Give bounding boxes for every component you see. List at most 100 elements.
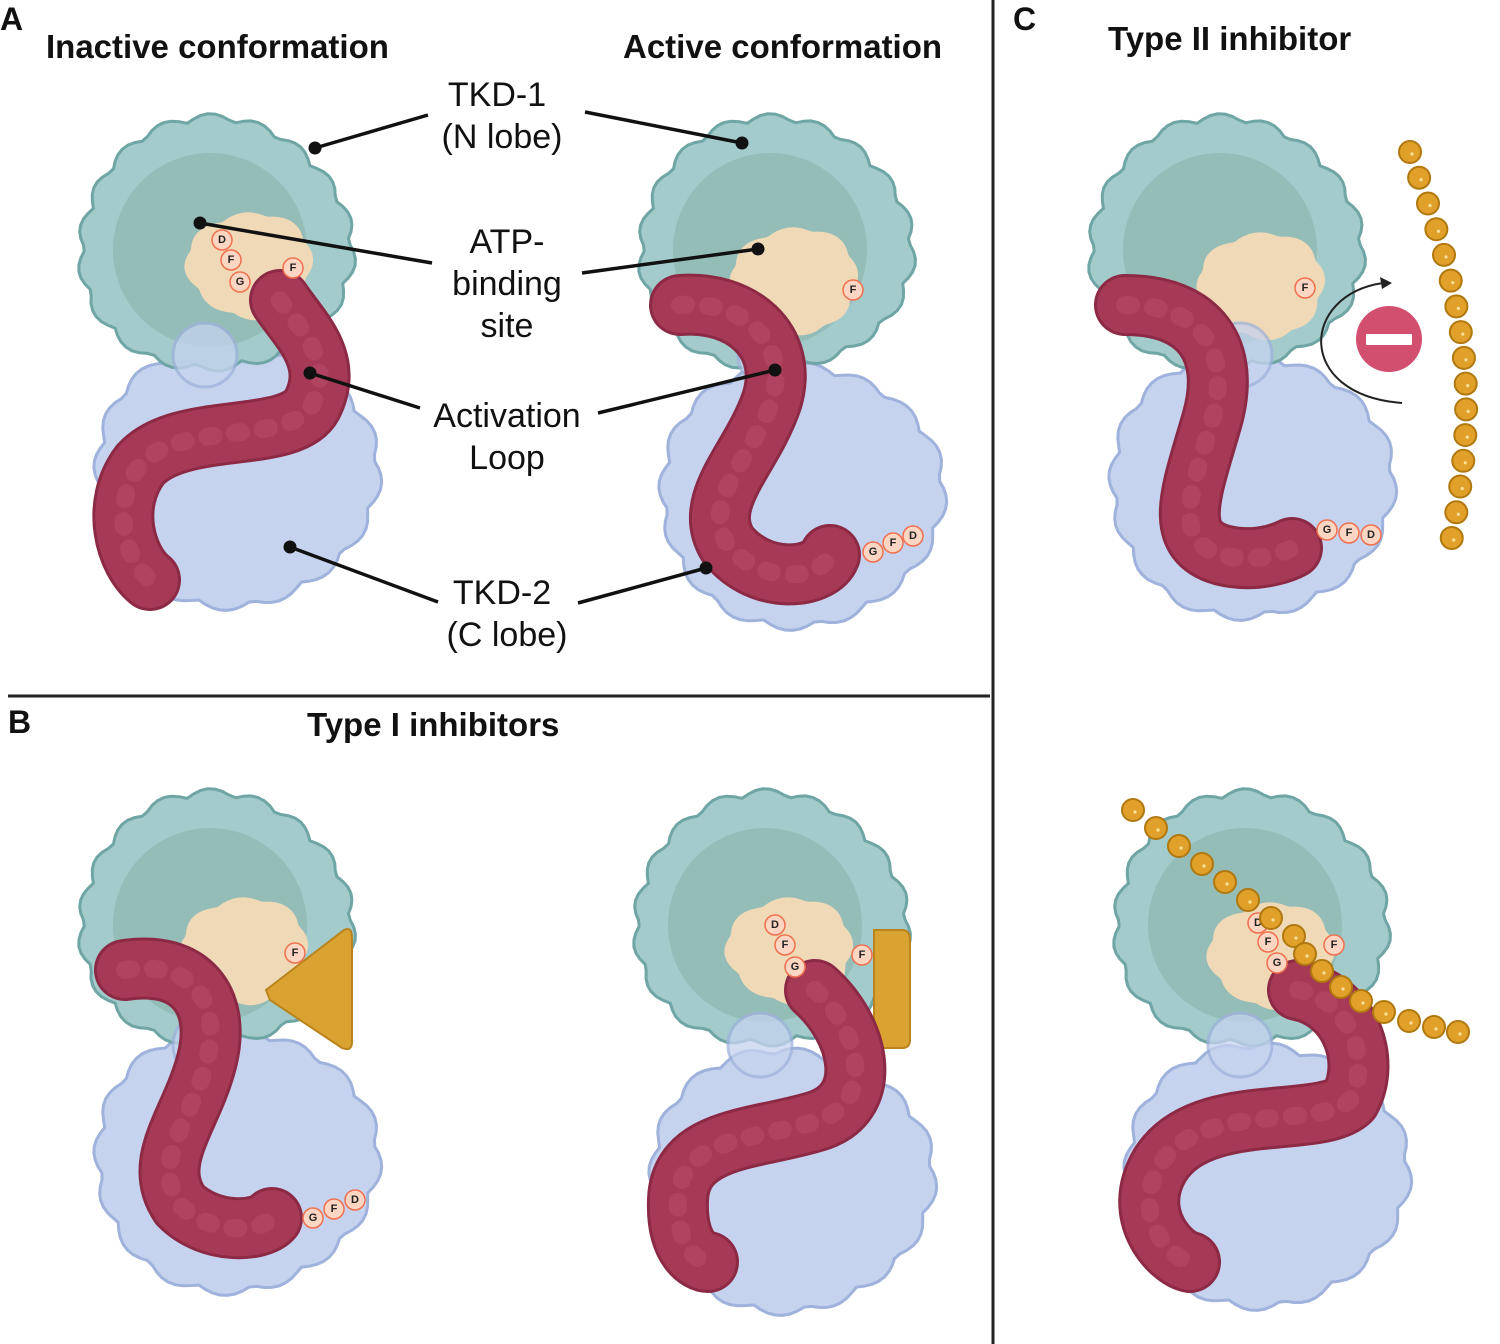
inhibitor-bead xyxy=(1190,852,1214,876)
label-loop-line2: Loop xyxy=(469,439,545,477)
hinge-region xyxy=(726,1011,794,1079)
residue-f-circle xyxy=(323,1198,345,1220)
protein-type1-inactive: D F G F xyxy=(77,787,384,1297)
bead-highlight xyxy=(1460,486,1464,491)
inhibitor-bead xyxy=(1454,397,1479,422)
bead-highlight xyxy=(1305,954,1309,958)
residue-g-circle xyxy=(784,956,806,978)
inhibitor-bead xyxy=(1397,1009,1421,1033)
bead-highlight xyxy=(1444,255,1448,259)
residue-g-text: G xyxy=(236,276,245,288)
bead-highlight xyxy=(1271,918,1275,922)
pointer-tkd2-active xyxy=(577,566,707,605)
pointer-atp-inactive-dot xyxy=(193,216,207,230)
inhibitor-bead xyxy=(1213,870,1237,894)
hinge-region xyxy=(171,321,239,389)
gatekeeper-f-text: F xyxy=(850,284,857,296)
gatekeeper-f-circle xyxy=(851,944,873,966)
gatekeeper-f-circle xyxy=(284,942,306,964)
inhibitor-bead xyxy=(1310,959,1334,983)
activation-loop-texture xyxy=(116,959,281,1238)
pointer-atp-active-dot xyxy=(751,242,765,256)
residue-g-circle xyxy=(1316,519,1338,541)
label-tkd1-line1: TKD-1 xyxy=(448,76,546,114)
bead-highlight xyxy=(1456,306,1460,310)
pointer-tkd1-active xyxy=(584,110,743,145)
inhibitor-bead xyxy=(1415,191,1440,216)
pointer-tkd1-inactive xyxy=(314,113,429,150)
pointer-tkd2-active-dot xyxy=(699,561,713,575)
residue-f-text: F xyxy=(331,1203,338,1215)
bead-highlight xyxy=(1434,1027,1438,1031)
residue-d-text: D xyxy=(771,919,779,931)
inhibitor-bead xyxy=(1453,423,1478,448)
hinge-region xyxy=(1206,1011,1274,1079)
residue-f-circle xyxy=(882,532,904,554)
bead-highlight xyxy=(1465,435,1469,439)
inhibitor-bead xyxy=(1448,474,1473,499)
residue-g-text: G xyxy=(309,1212,318,1224)
bead-highlight xyxy=(1419,178,1423,182)
bead-highlight xyxy=(1409,1021,1413,1025)
residue-f-circle xyxy=(1338,522,1360,544)
bead-highlight xyxy=(1294,936,1298,940)
no-entry-bar xyxy=(1366,334,1412,345)
residue-f-circle xyxy=(1257,931,1279,953)
bead-highlight xyxy=(1361,1001,1365,1005)
residue-f-text: F xyxy=(782,939,789,951)
gatekeeper-f-circle xyxy=(1323,934,1345,956)
inhibitor-bead xyxy=(1438,268,1463,293)
inhibitor-bead xyxy=(1439,526,1464,550)
inhibitor-bead xyxy=(1372,1000,1396,1024)
panel-label-c: C xyxy=(1013,1,1036,37)
type2-inhibitor-unbound xyxy=(1398,140,1479,550)
pointer-tkd1-inactive-dot xyxy=(308,141,322,155)
atp-binding-pocket xyxy=(1196,232,1326,341)
pointer-loop-active-dot xyxy=(768,363,782,377)
residue-d-text: D xyxy=(1367,529,1375,541)
inhibitor-bead xyxy=(1329,975,1353,999)
label-atp-line2: binding xyxy=(452,265,562,303)
activation-loop-texture xyxy=(668,981,865,1271)
gatekeeper-f-circle xyxy=(842,279,864,301)
gatekeeper-f-text: F xyxy=(1331,939,1338,951)
bead-highlight xyxy=(1452,538,1456,542)
inhibitor-bead xyxy=(1167,834,1191,858)
bead-highlight xyxy=(1458,1032,1462,1036)
bead-highlight xyxy=(1461,332,1465,336)
arrow-head-icon xyxy=(1380,277,1392,289)
inhibitor-bead xyxy=(1446,1020,1470,1044)
pointer-atp-active xyxy=(581,247,759,275)
bead-highlight xyxy=(1428,203,1432,208)
residue-g-circle xyxy=(302,1207,324,1229)
bead-highlight xyxy=(1384,1012,1388,1016)
inhibitor-bead xyxy=(1453,371,1478,396)
residue-d-text: D xyxy=(351,1194,359,1206)
gatekeeper-f-text: F xyxy=(859,949,866,961)
inhibitor-bead xyxy=(1259,906,1283,930)
residue-d-circle xyxy=(902,525,924,547)
type2-inhibitor-bound xyxy=(1121,798,1470,1044)
residue-d-circle xyxy=(1360,524,1382,546)
inhibitor-bead xyxy=(1432,242,1457,267)
inhibitor-bead xyxy=(1444,500,1469,525)
inhibitor-bead xyxy=(1282,924,1306,948)
title-type2: Type II inhibitor xyxy=(1108,20,1351,57)
pointer-loop-inactive xyxy=(309,371,421,410)
inhibitor-bead xyxy=(1444,294,1469,319)
residue-g-text: G xyxy=(869,546,878,558)
bead-highlight xyxy=(1466,384,1470,388)
activation-loop-texture xyxy=(1140,981,1368,1271)
bead-highlight xyxy=(1225,882,1229,886)
bead-highlight xyxy=(1202,864,1206,868)
inhibitor-bead xyxy=(1398,140,1422,164)
bead-highlight xyxy=(1463,461,1467,465)
inhibitor-bead xyxy=(1407,165,1432,190)
gatekeeper-f-text: F xyxy=(292,947,299,959)
residue-g-circle xyxy=(862,541,884,563)
